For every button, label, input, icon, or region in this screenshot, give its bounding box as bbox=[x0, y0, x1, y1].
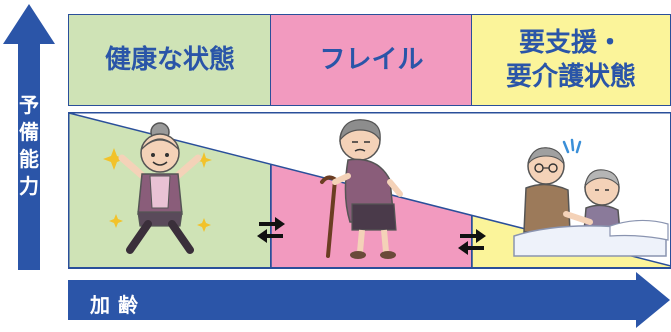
vertical-label-char: 能 bbox=[19, 147, 39, 171]
stage-title-line2: 要介護状態 bbox=[505, 62, 636, 92]
stage-title-line1: 要支援・ bbox=[518, 28, 623, 58]
elderly-woman-with-cane-icon bbox=[320, 119, 403, 259]
stage-header-healthy: 健康な状態 bbox=[68, 14, 272, 106]
bidirectional-arrows-icon bbox=[458, 229, 486, 255]
vertical-label-char: 備 bbox=[19, 120, 39, 144]
stage-title: フレイル bbox=[319, 45, 424, 75]
energetic-elderly-woman-icon bbox=[103, 122, 212, 254]
aging-label: 加齢 bbox=[90, 293, 146, 317]
stage-header-frailty: フレイル bbox=[270, 14, 473, 106]
elderly-couple-bedridden-icon bbox=[513, 138, 669, 257]
stage-title: 健康な状態 bbox=[104, 45, 235, 75]
aging-arrow bbox=[68, 272, 670, 328]
vertical-label-char: 予 bbox=[19, 93, 39, 117]
bidirectional-arrows-icon bbox=[257, 217, 285, 243]
vertical-label-char: 力 bbox=[19, 174, 39, 198]
reserve-capacity-arrow bbox=[3, 4, 55, 270]
reserve-capacity-label: 予 備 能 力 bbox=[10, 92, 48, 200]
stage-header-care-needed: 要支援・ 要介護状態 bbox=[471, 14, 671, 106]
